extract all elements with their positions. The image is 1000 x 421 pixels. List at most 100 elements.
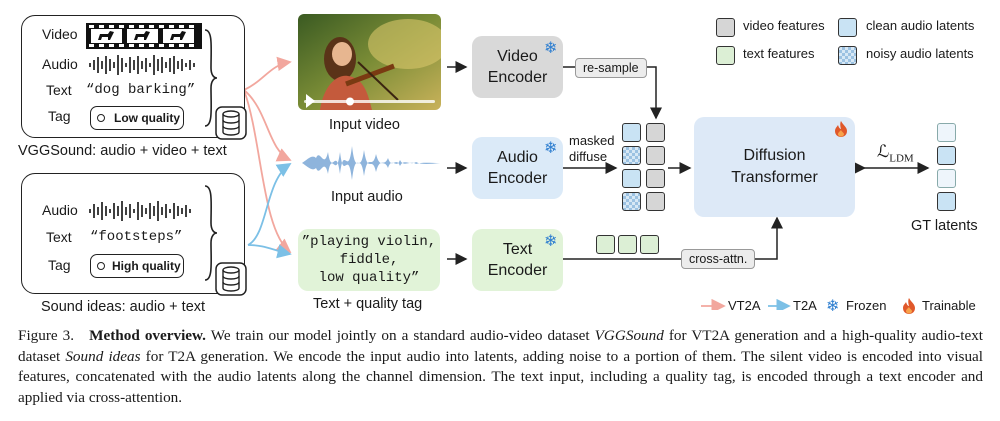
brace-icon xyxy=(204,29,218,127)
legend-t2a-label: T2A xyxy=(793,298,817,313)
diffuse-label: diffuse xyxy=(569,149,608,164)
ldm-loss-label: ℒLDM xyxy=(877,142,914,164)
caption-text-3: for T2A generation. We encode the input … xyxy=(18,347,984,406)
noisy-audio-latent xyxy=(622,192,641,211)
legend-trainable-label: Trainable xyxy=(922,298,976,313)
row-label-audio: Audio xyxy=(42,56,78,72)
row-label-text: Text xyxy=(46,229,72,245)
brace-icon xyxy=(204,185,218,281)
loss-symbol: ℒ xyxy=(877,142,890,161)
text-feature-latent xyxy=(618,235,637,254)
soundideas-dataset-box: Audio Text Tag “footsteps” High quality xyxy=(21,173,245,294)
clean-audio-latent xyxy=(622,169,641,188)
t2a-arrows xyxy=(247,163,292,259)
input-text-label: Text + quality tag xyxy=(313,296,423,312)
caption-title: Method overview. xyxy=(89,327,206,344)
tag-hole-icon xyxy=(97,114,105,122)
film-strip-icon xyxy=(86,23,202,49)
soundideas-caption: Sound ideas: audio + text xyxy=(41,299,206,315)
text-feature-latent xyxy=(596,235,615,254)
legend-text-swatch xyxy=(716,46,735,65)
legend-video-features: video features xyxy=(743,18,825,33)
legend-noisy-audio: noisy audio latents xyxy=(866,46,974,61)
loss-subscript: LDM xyxy=(889,152,914,165)
legend-video-swatch xyxy=(716,18,735,37)
dit-line-1: Diffusion xyxy=(743,147,806,164)
quality-tag-pill: High quality xyxy=(90,254,184,278)
connector-layer xyxy=(243,56,930,310)
gt-latent xyxy=(937,192,956,211)
legend-clean-audio: clean audio latents xyxy=(866,18,975,33)
row-label-text: Text xyxy=(46,82,72,98)
row-label-tag: Tag xyxy=(48,108,71,124)
quality-tag-pill: Low quality xyxy=(90,106,184,130)
vggsound-dataset-box: Video Audio Text Tag xyxy=(21,15,245,138)
database-icon xyxy=(215,262,247,296)
input-text-line-1: ”playing violin, xyxy=(301,234,437,250)
noisy-audio-latent xyxy=(622,146,641,165)
caption-italic-2: Sound ideas xyxy=(65,347,141,365)
latent-stack xyxy=(620,122,670,214)
caption-text-2: for VT2A generation and a high-quality a… xyxy=(18,327,984,365)
audio-encoder-block: Audio Encoder xyxy=(472,137,563,199)
tag-hole-icon xyxy=(97,262,105,270)
vggsound-caption: VGGSound: audio + video + text xyxy=(18,143,227,159)
diffusion-transformer-block: Diffusion Transformer xyxy=(694,117,855,217)
input-text-box: ”playing violin, fiddle, low quality” xyxy=(298,229,440,291)
video-encoder-line-2: Encoder xyxy=(487,69,548,86)
input-audio-label: Input audio xyxy=(331,189,403,205)
gt-latents-label: GT latents xyxy=(911,218,978,234)
caption-italic-1: VGGSound xyxy=(594,327,664,344)
input-video-label: Input video xyxy=(329,117,400,133)
video-feature-latent xyxy=(646,169,665,188)
input-video-frame xyxy=(298,14,441,110)
frozen-snowflake-icon: ❄ xyxy=(544,140,558,157)
text-feature-latent xyxy=(640,235,659,254)
audio-waveform-icon xyxy=(89,55,195,75)
masked-label: masked xyxy=(569,133,615,148)
text-encoder-block: Text Encoder xyxy=(472,229,563,291)
gt-latent-stack xyxy=(936,122,960,218)
caption-fig-number: Figure 3. xyxy=(18,327,75,344)
text-value: “dog barking” xyxy=(86,82,196,98)
input-audio-waveform xyxy=(302,146,440,180)
caption-text-1: We train our model jointly on a standard… xyxy=(205,327,595,344)
masked-diffuse-op: masked diffuse xyxy=(569,133,615,165)
input-encoder-arrows xyxy=(447,61,468,265)
tag-value: Low quality xyxy=(114,111,180,125)
frozen-snowflake-icon: ❄ xyxy=(544,40,558,57)
gt-latent xyxy=(937,169,956,188)
input-text-line-3: low quality” xyxy=(318,270,420,286)
text-encoder-line-1: Text xyxy=(502,241,533,258)
gt-latent xyxy=(937,146,956,165)
figure-caption: Figure 3. Method overview. We train our … xyxy=(18,326,983,408)
dit-line-2: Transformer xyxy=(731,169,818,186)
row-label-tag: Tag xyxy=(48,257,71,273)
trainable-flame-icon xyxy=(835,121,847,137)
video-feature-latent xyxy=(646,192,665,211)
video-encoder-line-1: Video xyxy=(497,48,538,65)
vt2a-arrows xyxy=(243,56,292,254)
legend-clean-swatch xyxy=(838,18,857,37)
cross-attn-op: cross-attn. xyxy=(681,249,756,269)
legend-noisy-swatch xyxy=(838,46,857,65)
legend-vt2a-label: VT2A xyxy=(728,298,761,313)
text-value: “footsteps” xyxy=(90,229,183,245)
tag-value: High quality xyxy=(112,259,181,273)
video-feature-latent xyxy=(646,146,665,165)
row-label-audio: Audio xyxy=(42,202,78,218)
audio-encoder-line-1: Audio xyxy=(497,149,538,166)
video-encoder-block: Video Encoder xyxy=(472,36,563,98)
database-icon xyxy=(215,106,247,140)
text-crossattn-path xyxy=(563,216,783,260)
video-feature-latent xyxy=(646,123,665,142)
frozen-snowflake-icon: ❄ xyxy=(826,298,840,315)
gt-latent xyxy=(937,123,956,142)
resample-op: re-sample xyxy=(575,58,647,78)
text-encoder-line-2: Encoder xyxy=(487,262,548,279)
audio-encoder-line-2: Encoder xyxy=(487,170,548,187)
legend-frozen-label: Frozen xyxy=(846,298,887,313)
clean-audio-latent xyxy=(622,123,641,142)
row-label-video: Video xyxy=(42,26,78,42)
frozen-snowflake-icon: ❄ xyxy=(544,233,558,250)
